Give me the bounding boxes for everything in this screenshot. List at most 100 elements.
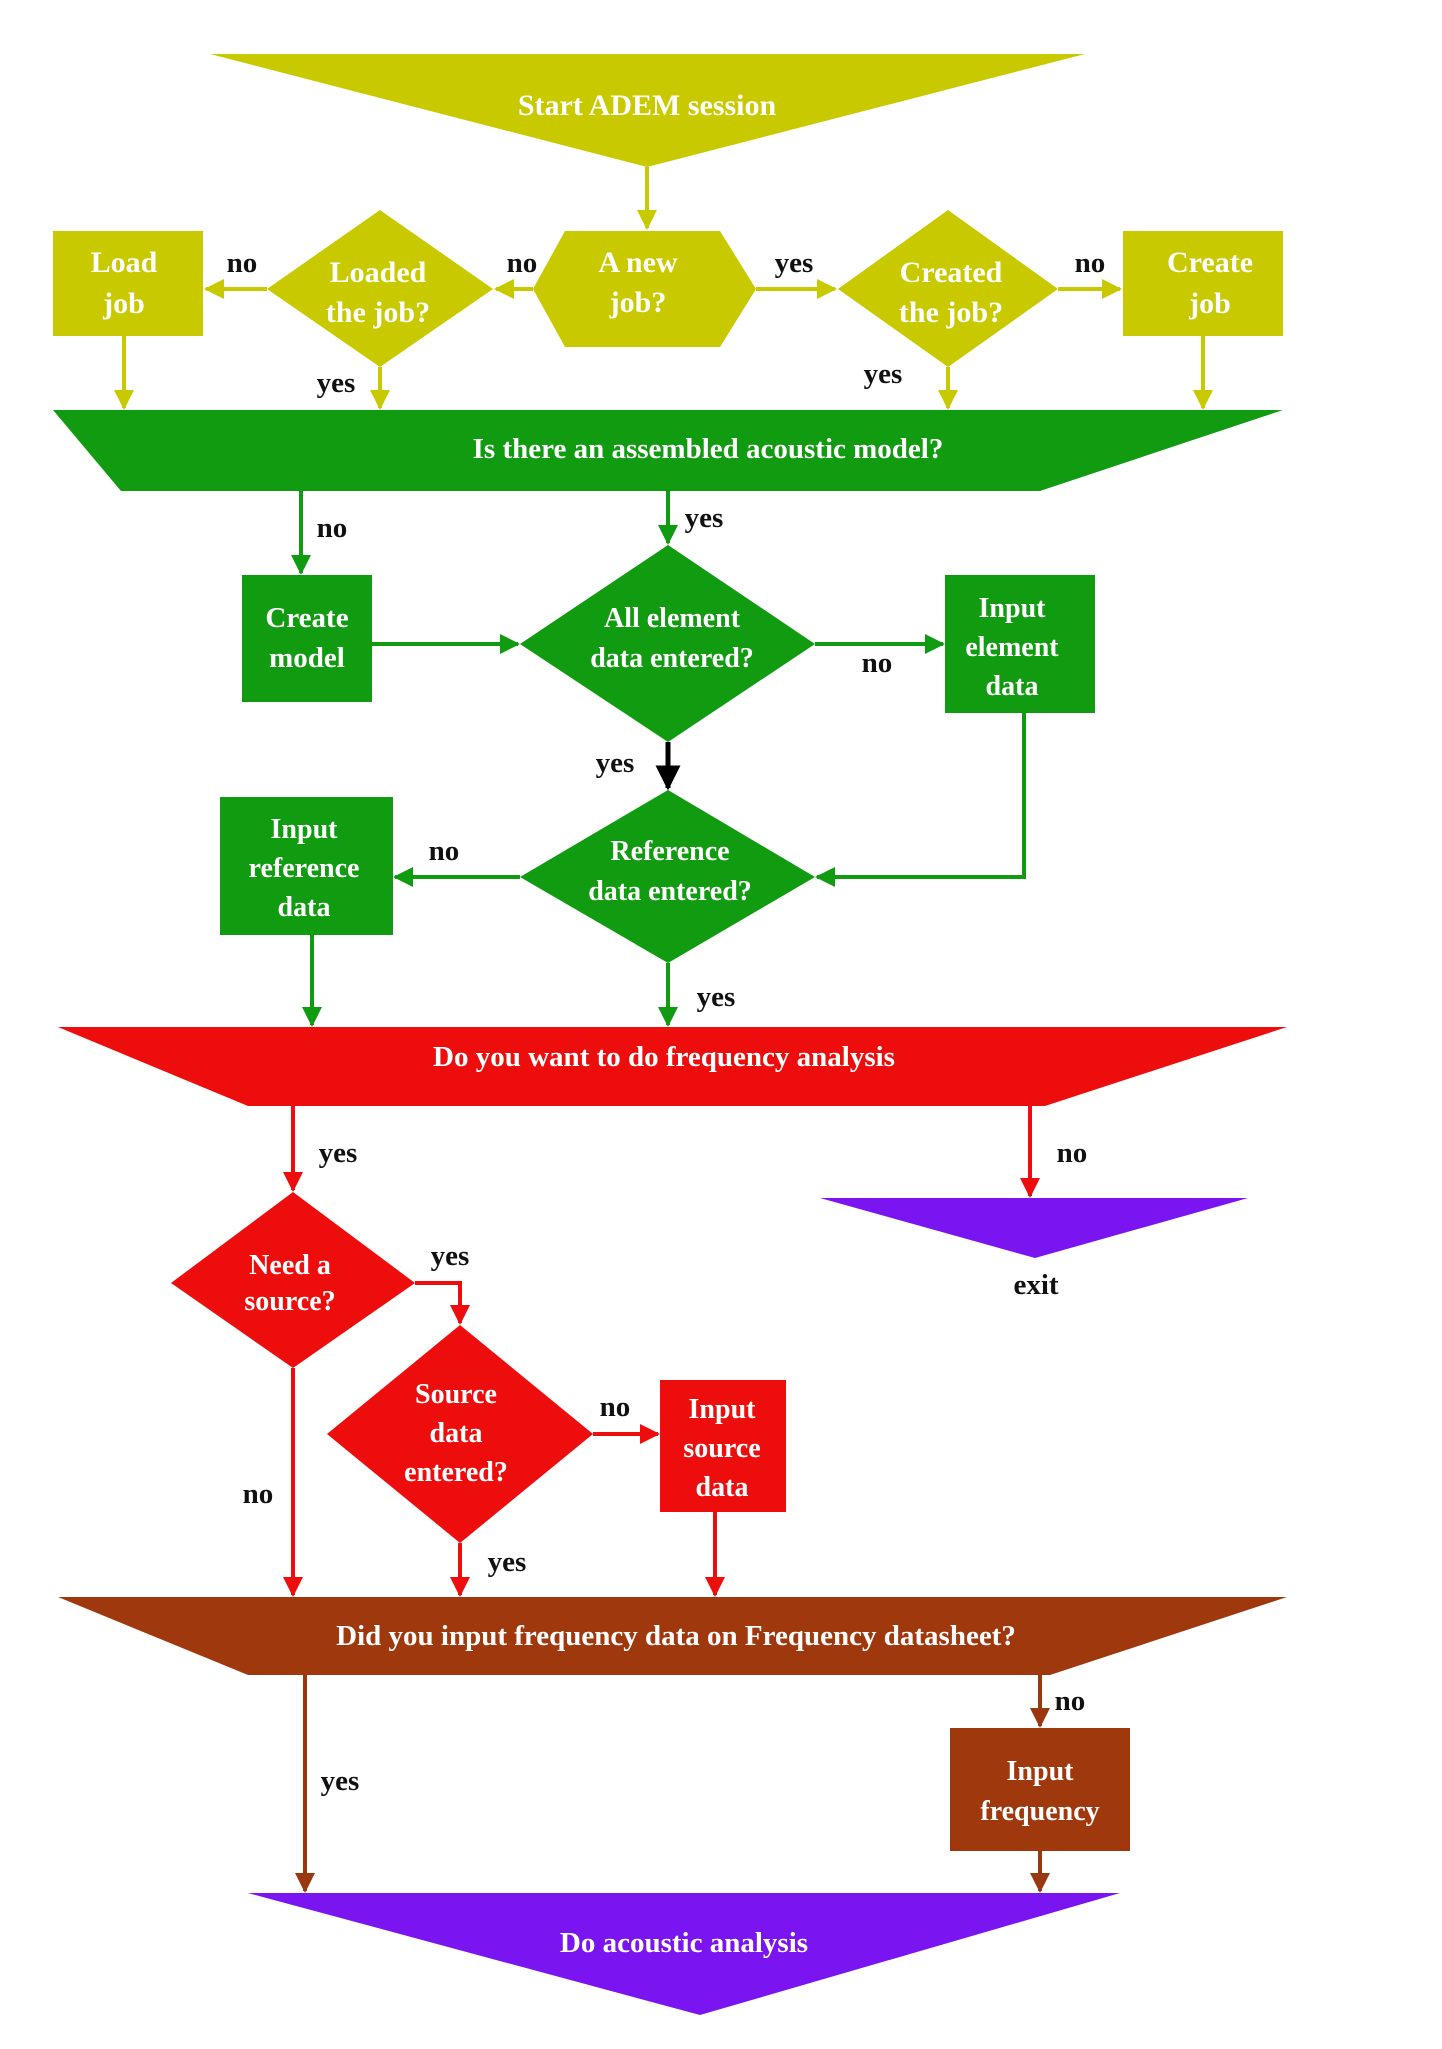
load-job-box (53, 231, 203, 336)
node-text-line: Source (415, 1379, 497, 1410)
label-datasheet-yes: yes (321, 1765, 360, 1797)
source-entered-label: Source data entered? (404, 1379, 508, 1488)
label-source-yes: yes (488, 1546, 527, 1578)
node-text-line: data entered? (588, 876, 752, 907)
new-job-label: A new job? (598, 246, 678, 319)
node-text-line: frequency (980, 1796, 1099, 1827)
label-element-yes: yes (596, 747, 635, 779)
label-reference-no: no (429, 835, 460, 867)
node-text-line: data entered? (590, 643, 754, 674)
create-job-label: Create job (1167, 246, 1253, 320)
frequency-analysis-node (58, 1027, 1287, 1106)
node-text-line: Do acoustic analysis (560, 1927, 808, 1959)
start-node (210, 54, 1085, 167)
input-element-box (945, 575, 1095, 713)
label-created-yes: yes (864, 358, 903, 390)
frequency-datasheet-label: Did you input frequency data on Frequenc… (336, 1620, 1016, 1652)
input-frequency-box (950, 1728, 1130, 1851)
input-reference-box (220, 797, 393, 935)
input-element-label: Input element data (965, 593, 1059, 702)
node-text-line: source? (244, 1286, 335, 1317)
node-text-line: data (986, 671, 1039, 702)
node-text-line: Did you input frequency data on Frequenc… (336, 1620, 1016, 1652)
frequency-datasheet-node (58, 1597, 1287, 1675)
source-entered-diamond (327, 1325, 593, 1543)
node-text-line: Create (265, 602, 348, 634)
node-text-line: data (278, 892, 331, 923)
node-text-line: job (102, 287, 145, 320)
label-model-no: no (317, 512, 348, 544)
node-text-line: A new (598, 246, 678, 279)
reference-data-label: Reference data entered? (588, 836, 752, 907)
node-text-line: Create (1167, 246, 1253, 279)
need-source-diamond (171, 1192, 415, 1368)
input-frequency-label: Input frequency (980, 1756, 1099, 1827)
label-loaded-no: no (227, 247, 258, 279)
label-need-no: no (243, 1478, 274, 1510)
new-job-hexagon (533, 231, 756, 347)
node-text-line: Need a (249, 1250, 331, 1281)
node-text-line: Input (1007, 1756, 1075, 1787)
node-text-line: Reference (610, 836, 729, 867)
exit-node (820, 1198, 1248, 1258)
label-freq-yes: yes (319, 1137, 358, 1169)
need-source-label: Need a source? (244, 1250, 335, 1317)
label-new-yes: yes (775, 247, 814, 279)
node-text-line: Do you want to do frequency analysis (433, 1041, 895, 1073)
label-created-no: no (1075, 247, 1106, 279)
node-text-line: All element (604, 603, 741, 634)
node-text-line: Created (900, 256, 1003, 289)
node-text-line: Input (689, 1394, 757, 1425)
node-text-line: Is there an assembled acoustic model? (473, 433, 944, 465)
node-text-line: exit (1013, 1269, 1058, 1301)
label-source-no: no (600, 1391, 631, 1423)
node-text-line: the job? (326, 296, 430, 329)
frequency-analysis-label: Do you want to do frequency analysis (433, 1041, 895, 1073)
label-new-no: no (507, 247, 538, 279)
label-model-yes: yes (685, 502, 724, 534)
node-text-line: data (696, 1472, 749, 1503)
node-text-line: the job? (899, 296, 1003, 329)
label-datasheet-no: no (1055, 1685, 1086, 1717)
element-data-diamond (520, 545, 815, 742)
assembled-model-node (53, 410, 1283, 491)
node-text-line: Input (271, 814, 339, 845)
node-text-line: reference (249, 853, 360, 884)
node-text-line: Loaded (330, 256, 427, 289)
acoustic-analysis-node (248, 1893, 1120, 2015)
label-freq-no: no (1057, 1137, 1088, 1169)
label-loaded-yes: yes (317, 367, 356, 399)
load-job-label: Load job (91, 246, 158, 320)
node-text-line: Start ADEM session (518, 89, 777, 122)
exit-label: exit (1013, 1269, 1058, 1301)
loaded-job-diamond (267, 210, 493, 367)
create-model-box (242, 575, 372, 702)
node-text-line: element (965, 632, 1059, 663)
start-label: Start ADEM session (518, 89, 777, 122)
acoustic-analysis-label: Do acoustic analysis (560, 1927, 808, 1959)
label-reference-yes: yes (697, 981, 736, 1013)
create-model-label: Create model (265, 602, 348, 674)
input-source-box (660, 1380, 786, 1512)
node-text-line: entered? (404, 1457, 508, 1488)
arrow-need-source-to-source-entered (415, 1281, 470, 1325)
reference-data-diamond (520, 790, 815, 963)
loaded-job-label: Loaded the job? (326, 256, 430, 329)
created-job-diamond (838, 210, 1058, 367)
arrow-input-element-to-reference (815, 713, 1026, 887)
node-text-line: data (430, 1418, 483, 1449)
node-text-line: model (269, 642, 345, 674)
assembled-model-label: Is there an assembled acoustic model? (473, 433, 944, 465)
node-text-line: Input (979, 593, 1047, 624)
label-need-yes: yes (431, 1240, 470, 1272)
label-element-no: no (862, 647, 893, 679)
input-reference-label: Input reference data (249, 814, 360, 923)
node-text-line: Load (91, 246, 158, 279)
element-data-label: All element data entered? (590, 603, 754, 674)
create-job-box (1123, 231, 1283, 336)
node-text-line: job? (609, 286, 667, 319)
node-text-line: job (1188, 287, 1231, 320)
